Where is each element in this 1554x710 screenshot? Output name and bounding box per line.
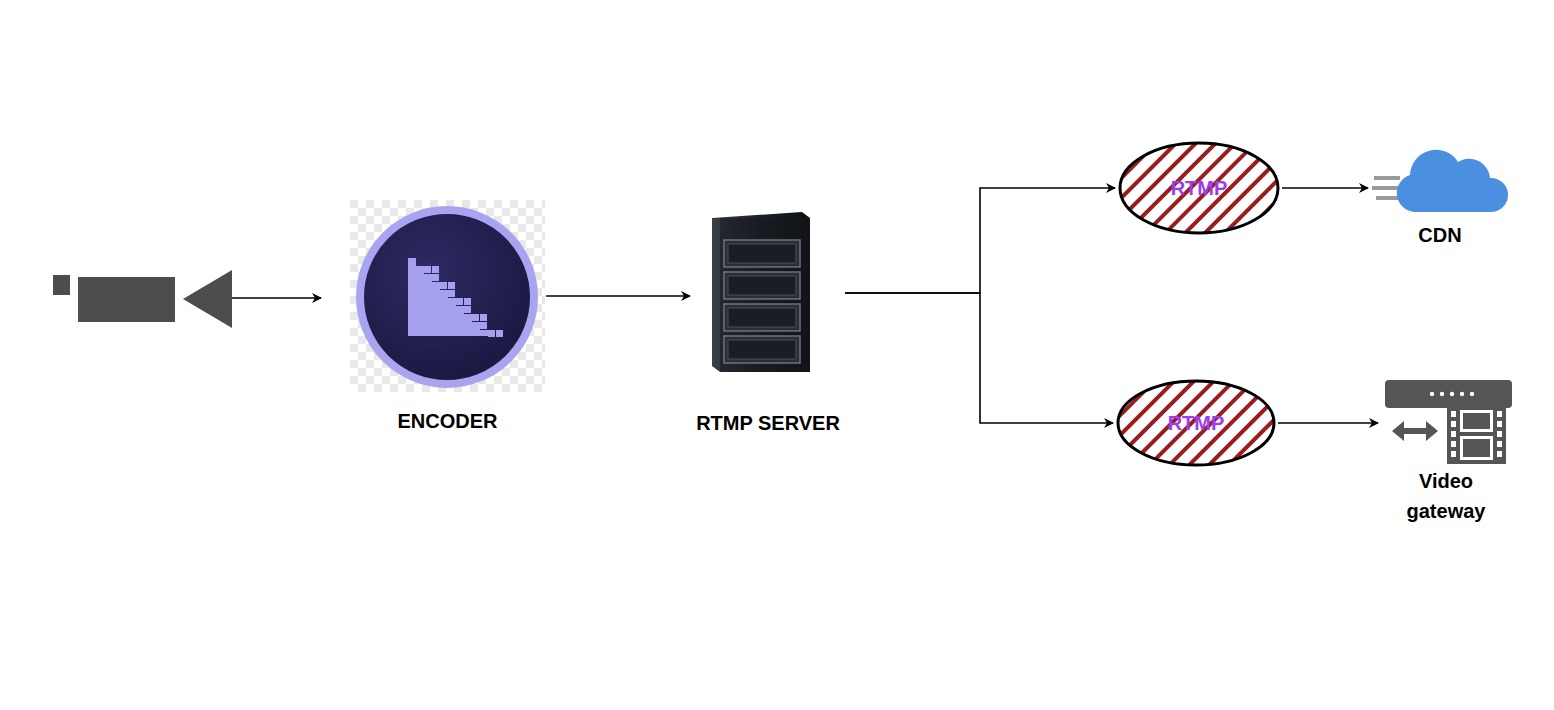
film-frame [1460, 410, 1493, 432]
protocol-ellipse: RTMP [1117, 140, 1281, 236]
drive-grille [728, 340, 796, 359]
film-frame [1460, 436, 1493, 460]
node-graphic [1370, 160, 1510, 216]
pixel-square [448, 282, 455, 289]
pixel-square [456, 298, 463, 305]
drive-grille [728, 308, 796, 327]
film-hole [1497, 451, 1502, 457]
port-dot [1470, 392, 1474, 396]
pixel-square [464, 298, 471, 305]
node-graphic [1380, 378, 1512, 466]
node-graphic [350, 200, 545, 392]
speed-line [1374, 176, 1400, 180]
film-frame-inner [1463, 439, 1490, 457]
film-hole [1497, 431, 1502, 437]
pixel-square [480, 314, 487, 321]
film-hole [1497, 421, 1502, 427]
icon-node: CDN [1370, 160, 1510, 216]
pixel-square [440, 282, 447, 289]
protocol-label: RTMP [1115, 378, 1277, 468]
port-dot [1460, 392, 1464, 396]
speed-line [1376, 196, 1400, 200]
pixel-square [496, 330, 503, 337]
node-label: CDN [1340, 220, 1540, 250]
double-arrow [1392, 421, 1438, 441]
film-hole [1451, 411, 1456, 417]
speed-line [1372, 186, 1400, 190]
port-dot [1430, 392, 1434, 396]
film-frame-inner [1463, 413, 1490, 429]
flow-arrow [1278, 422, 1378, 424]
film-hole [1451, 441, 1456, 447]
protocol-label: RTMP [1117, 140, 1281, 236]
server-case [712, 212, 810, 372]
camera-part [53, 275, 70, 295]
drive-bay [724, 240, 800, 267]
film-strip [1447, 406, 1506, 464]
drive-grille [728, 276, 796, 295]
node-label: RTMP SERVER [618, 408, 918, 438]
pixel-square [472, 314, 479, 321]
node-label: Video gateway [1391, 466, 1501, 526]
port-dot [1450, 392, 1454, 396]
flow-arrow [546, 295, 690, 297]
film-hole [1451, 421, 1456, 427]
flow-arrow [845, 188, 1115, 293]
pixel-square [432, 266, 439, 273]
pixel-square [488, 330, 495, 337]
protocol-ellipse: RTMP [1115, 378, 1277, 468]
camera-body [78, 277, 175, 322]
camera-icon [53, 270, 232, 328]
film-hole [1497, 441, 1502, 447]
cloud-shape [1397, 150, 1508, 212]
pixel-square [464, 306, 471, 313]
icon-node: RTMP SERVER [692, 210, 844, 376]
drive-bay [724, 336, 800, 363]
flow-arrow [1282, 187, 1368, 189]
port-dot [1440, 392, 1444, 396]
encoder-disc [360, 210, 534, 384]
pixel-square [432, 274, 439, 281]
pixel-square [480, 322, 487, 329]
drive-bay [724, 272, 800, 299]
film-hole [1451, 431, 1456, 437]
pixel-square [448, 290, 455, 297]
server-front [720, 218, 810, 372]
film-hole [1451, 451, 1456, 457]
node-graphic [692, 210, 844, 376]
icon-node: ENCODER [350, 200, 545, 392]
encoder-glyph [408, 258, 488, 336]
camera-arrow [232, 297, 321, 299]
camera-lens [183, 270, 232, 328]
drive-bay [724, 304, 800, 331]
gateway-box [1385, 380, 1512, 408]
icon-node: Video gateway [1380, 378, 1512, 466]
pixel-square [424, 266, 431, 273]
drive-grille [728, 244, 796, 263]
flow-arrow [845, 293, 1113, 423]
node-label: ENCODER [298, 406, 598, 436]
film-hole [1497, 411, 1502, 417]
transparency-grid [350, 200, 545, 392]
